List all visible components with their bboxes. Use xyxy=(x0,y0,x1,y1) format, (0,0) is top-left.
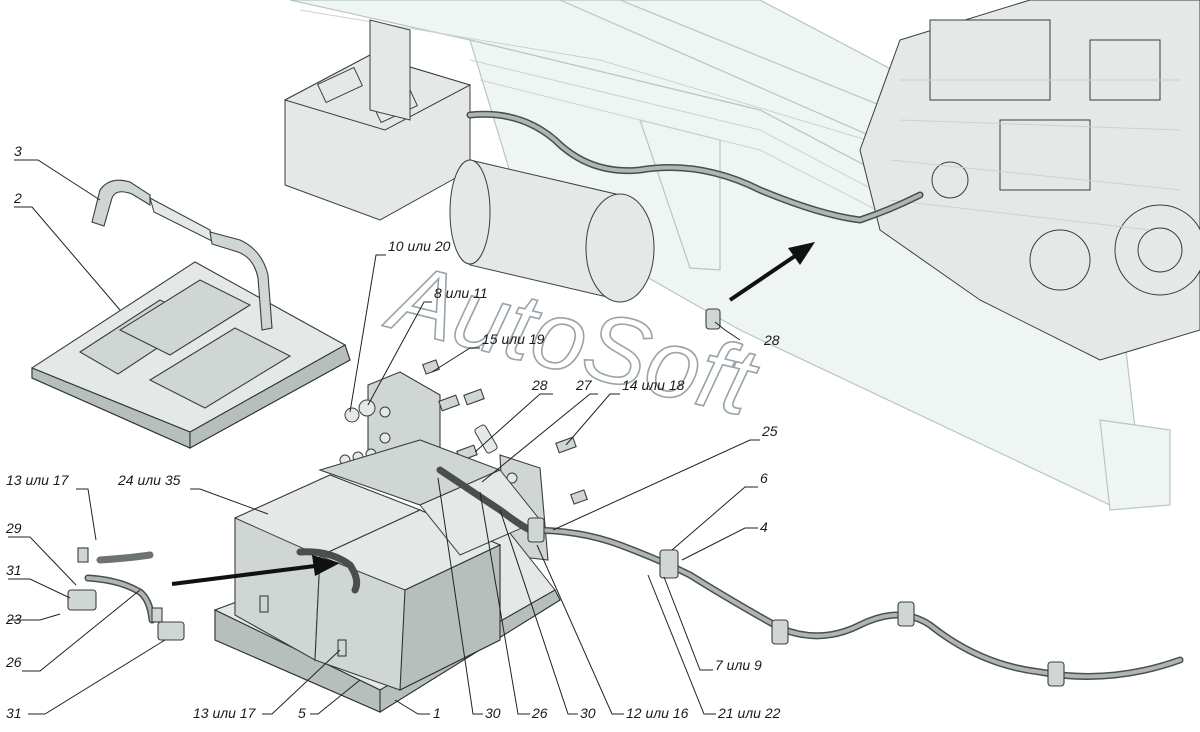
callout-12-or-16: 12 или 16 xyxy=(626,705,689,721)
callout-4: 4 xyxy=(760,519,768,535)
terminal-cable xyxy=(296,548,361,594)
callout-7-or-9: 7 или 9 xyxy=(715,657,762,673)
battery-cover xyxy=(30,261,351,449)
callout-29: 29 xyxy=(5,520,22,536)
callout-26-bottom: 26 xyxy=(531,705,548,721)
callout-28-upper: 28 xyxy=(763,332,780,348)
callout-30-b: 30 xyxy=(580,705,596,721)
engine xyxy=(859,0,1200,361)
callout-24-or-35: 24 или 35 xyxy=(117,472,181,488)
upper-battery-box xyxy=(283,19,472,221)
air-receiver xyxy=(449,159,655,303)
arrow-left xyxy=(171,555,340,586)
jumper-cable xyxy=(436,466,534,534)
callout-27: 27 xyxy=(575,377,593,393)
cable-terminals xyxy=(67,547,185,641)
callout-21-or-22: 21 или 22 xyxy=(717,705,781,721)
battery-strap xyxy=(91,179,273,331)
callout-5: 5 xyxy=(298,705,306,721)
callout-13-or-17-top: 13 или 17 xyxy=(6,472,70,488)
callout-25: 25 xyxy=(761,423,778,439)
main-cable xyxy=(526,526,1184,680)
callout-1: 1 xyxy=(433,705,441,721)
callout-3: 3 xyxy=(14,143,22,159)
arrow-right xyxy=(728,242,815,302)
callout-15-or-19: 15 или 19 xyxy=(482,331,545,347)
callout-10-or-20: 10 или 20 xyxy=(388,238,451,254)
callout-31-lower: 31 xyxy=(6,705,22,721)
callout-23: 23 xyxy=(5,611,22,627)
callout-6: 6 xyxy=(760,470,768,486)
callout-14-or-18: 14 или 18 xyxy=(622,377,685,393)
callout-labels: 3 2 10 или 20 8 или 11 15 или 19 28 28 2… xyxy=(5,143,781,721)
callout-13-or-17-bottom: 13 или 17 xyxy=(193,705,257,721)
callout-28-middle: 28 xyxy=(531,377,548,393)
callout-26-left: 26 xyxy=(5,654,22,670)
leader-lines xyxy=(8,159,760,715)
cable-clamps xyxy=(527,517,1065,687)
callout-30-a: 30 xyxy=(485,705,501,721)
callout-2: 2 xyxy=(13,190,22,206)
callout-8-or-11: 8 или 11 xyxy=(434,285,488,301)
callout-31-upper: 31 xyxy=(6,562,22,578)
